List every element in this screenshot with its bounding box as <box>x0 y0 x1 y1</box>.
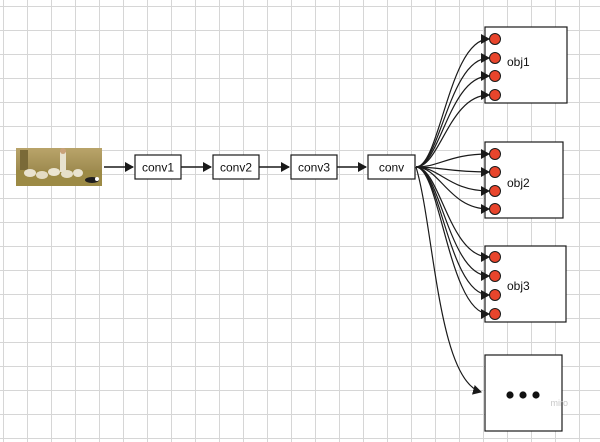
obj2-dot[interactable] <box>489 203 501 215</box>
node-conv2-label: conv2 <box>220 161 252 175</box>
edge-conv-obj1-dot3 <box>415 71 490 168</box>
edge-conv-obj3-dot4 <box>415 166 490 319</box>
obj1-label: obj1 <box>507 55 530 69</box>
obj3-dot[interactable] <box>489 289 501 301</box>
ellipsis-dot <box>506 391 514 399</box>
obj3-dot[interactable] <box>489 308 501 320</box>
obj2-dot[interactable] <box>489 148 501 160</box>
obj2-label: obj2 <box>507 176 530 190</box>
obj2-dot[interactable] <box>489 185 501 197</box>
edge-conv-obj3-dot1 <box>415 166 490 262</box>
ellipsis-dot <box>532 391 540 399</box>
node-conv1[interactable]: conv1 <box>134 154 182 180</box>
obj2-dot[interactable] <box>489 166 501 178</box>
object-dots <box>489 33 501 320</box>
obj1-dot[interactable] <box>489 70 501 82</box>
node-conv2[interactable]: conv2 <box>212 154 260 180</box>
edge-conv-obj2-dot4 <box>415 166 490 214</box>
edge-conv-obj3-dot3 <box>415 166 490 300</box>
node-conv3-label: conv3 <box>298 161 330 175</box>
obj1-dot[interactable] <box>489 52 501 64</box>
obj3-label: obj3 <box>507 279 530 293</box>
node-conv-label: conv <box>379 161 404 175</box>
fan-out-edges <box>415 34 490 395</box>
edge-conv-obj1-dot4 <box>415 90 490 168</box>
miro-watermark: miro <box>551 398 569 408</box>
object-box-more[interactable] <box>484 354 563 432</box>
node-conv[interactable]: conv <box>367 154 416 180</box>
input-image[interactable] <box>16 148 102 186</box>
obj3-dot[interactable] <box>489 251 501 263</box>
edge-conv-obj1-dot1 <box>415 34 490 168</box>
edge-conv-more <box>415 166 482 395</box>
node-conv1-label: conv1 <box>142 161 174 175</box>
obj1-dot[interactable] <box>489 89 501 101</box>
obj1-dot[interactable] <box>489 33 501 45</box>
obj3-dot[interactable] <box>489 270 501 282</box>
node-conv3[interactable]: conv3 <box>290 154 338 180</box>
edge-conv-obj1-dot2 <box>415 53 490 168</box>
ellipsis-dot <box>519 391 527 399</box>
